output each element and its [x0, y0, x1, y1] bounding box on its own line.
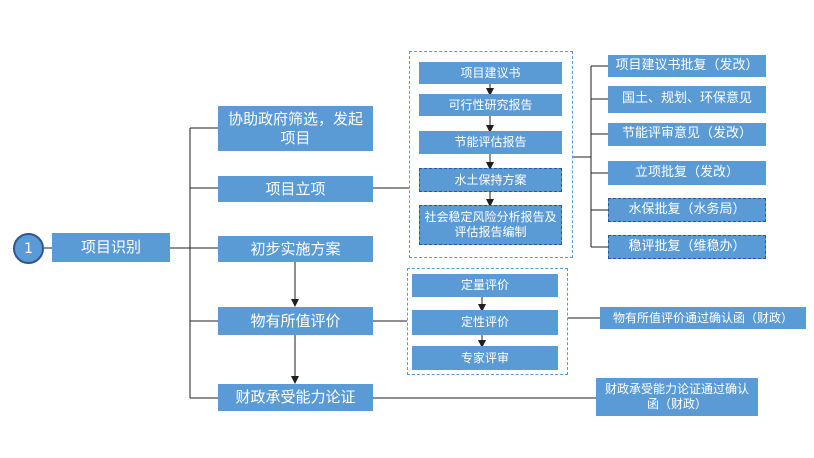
- doc-energy-assessment: 节能评估报告: [419, 131, 562, 154]
- approval-stability: 稳评批复（维稳办）: [608, 235, 766, 259]
- approval-proposal: 项目建议书批复（发改）: [608, 55, 766, 77]
- step-initiate-project: 协助政府筛选，发起项目: [218, 106, 373, 151]
- step-value-for-money: 物有所值评价: [218, 307, 373, 335]
- approval-energy-review: 节能评审意见（发改）: [608, 123, 766, 146]
- vfm-expert-review: 专家评审: [412, 346, 558, 370]
- doc-project-proposal: 项目建议书: [419, 62, 562, 84]
- root-node-project-identification: 项目识别: [52, 233, 170, 262]
- vfm-qualitative: 定性评价: [412, 310, 558, 335]
- step-project-approval: 项目立项: [218, 176, 373, 202]
- fiscal-confirmation-letter: 财政承受能力论证通过确认函（财政）: [596, 378, 758, 416]
- vfm-group: [407, 268, 568, 375]
- doc-social-risk-report: 社会稳定风险分析报告及评估报告编制: [419, 205, 562, 245]
- approval-soil-water: 水保批复（水务局）: [608, 198, 766, 222]
- step-preliminary-plan: 初步实施方案: [218, 236, 373, 262]
- step-number-badge: 1: [13, 233, 44, 264]
- approval-land-planning-env: 国土、规划、环保意见: [608, 86, 766, 113]
- vfm-quantitative: 定量评价: [412, 274, 558, 297]
- project-docs-group: [409, 51, 573, 258]
- approval-project-approval: 立项批复（发改）: [608, 161, 766, 185]
- vfm-confirmation-letter: 物有所值评价通过确认函（财政）: [600, 307, 806, 329]
- step-fiscal-capacity: 财政承受能力论证: [218, 384, 373, 411]
- doc-soil-water-plan: 水土保持方案: [419, 168, 562, 192]
- doc-feasibility-report: 可行性研究报告: [419, 94, 562, 116]
